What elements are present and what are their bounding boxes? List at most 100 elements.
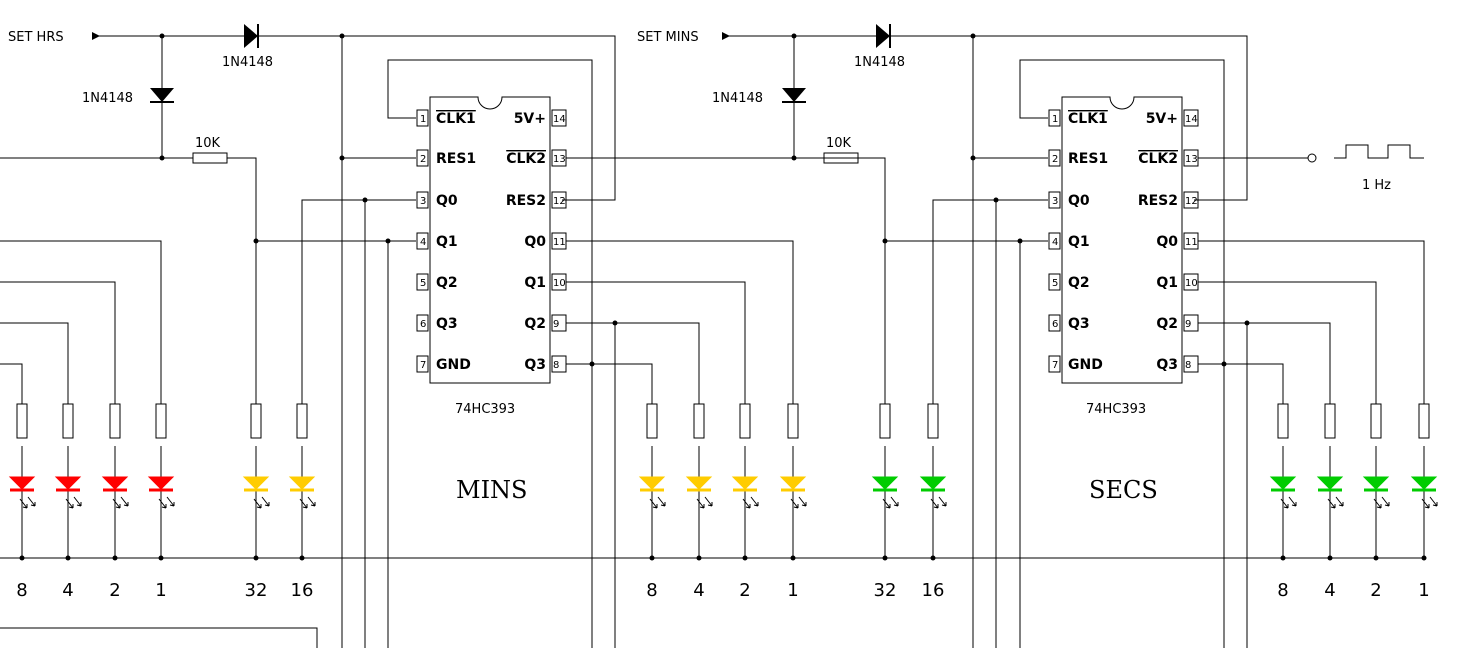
set-minutes-label: SET MINS — [637, 30, 699, 45]
pin-name: Q0 — [524, 234, 546, 250]
led-arrows — [112, 496, 129, 509]
junction-dot — [649, 555, 655, 561]
junction-dot — [1280, 555, 1286, 561]
resistor — [927, 403, 939, 439]
resistor — [250, 403, 262, 439]
pin-number: 12 — [553, 196, 566, 207]
wires — [0, 33, 1427, 648]
resistor — [739, 403, 751, 439]
pin-box — [416, 232, 429, 250]
led-weight-13: 4 — [1324, 580, 1335, 601]
pin-box — [1183, 314, 1199, 332]
pin-box — [1048, 149, 1061, 167]
diode-label-hrs: 1N4148 — [222, 55, 273, 70]
led-weight-3: 1 — [155, 580, 166, 601]
pin-number: 14 — [553, 114, 566, 125]
pin-number: 7 — [420, 360, 426, 371]
section-title-mins: MINS — [456, 476, 528, 504]
pin-number: 8 — [1185, 360, 1191, 371]
wire — [0, 281, 116, 404]
clock-frequency-label: 1 Hz — [1362, 178, 1391, 193]
pin-name: Q3 — [436, 316, 458, 332]
pin-box — [551, 273, 567, 291]
pin-number: 4 — [420, 237, 426, 248]
junction-dot — [112, 555, 118, 561]
led-weight-10: 32 — [874, 580, 897, 601]
pin-box — [1183, 273, 1199, 291]
pin-name: Q1 — [524, 275, 546, 291]
resistor — [155, 403, 167, 439]
pin-name: RES2 — [1138, 193, 1178, 209]
pin-name: Q2 — [1068, 275, 1090, 291]
pin-number: 2 — [1052, 154, 1058, 165]
pin-number: 12 — [1185, 196, 1198, 207]
resistor — [1418, 403, 1430, 439]
pin-box — [1048, 191, 1061, 209]
pin-box — [551, 149, 567, 167]
led-weight-12: 8 — [1277, 580, 1288, 601]
pin-name: Q3 — [1068, 316, 1090, 332]
led-triangle — [919, 476, 947, 490]
led-arrows — [253, 496, 270, 509]
junction-dot — [65, 555, 71, 561]
input-arrow — [722, 32, 730, 40]
set-hours-label: SET HRS — [8, 30, 64, 45]
pin-name: GND — [436, 357, 471, 373]
junction-dot — [1221, 361, 1227, 367]
wire — [0, 240, 162, 404]
led-weight-15: 1 — [1418, 580, 1429, 601]
pin-name: CLK2 — [1138, 151, 1178, 167]
pin-number: 1 — [420, 114, 426, 125]
junction-dot — [1421, 555, 1427, 561]
led-weight-8: 2 — [739, 580, 750, 601]
ic-body-secs — [1061, 96, 1183, 384]
led-triangle — [685, 476, 713, 490]
square-wave-symbol — [1334, 144, 1424, 159]
wire — [566, 240, 794, 404]
junction-dot — [589, 361, 595, 367]
resistor — [1370, 403, 1382, 439]
pin-box — [1048, 314, 1061, 332]
resistor — [646, 403, 658, 439]
pin-box — [1183, 149, 1199, 167]
pin-box — [1183, 191, 1199, 209]
wire — [1198, 363, 1284, 404]
pin-number: 3 — [420, 196, 426, 207]
diode-triangle — [782, 88, 806, 102]
resistor-label-mins: 10K — [826, 136, 852, 151]
led-triangle — [638, 476, 666, 490]
junction-dot — [1327, 555, 1333, 561]
led-triangle — [1269, 476, 1297, 490]
pin-box — [1048, 355, 1061, 373]
section-title-secs: SECS — [1089, 476, 1158, 504]
led-weight-11: 16 — [922, 580, 945, 601]
pin-number: 10 — [1185, 278, 1198, 289]
wire — [1198, 240, 1425, 404]
resistor — [823, 152, 859, 164]
pin-box — [416, 314, 429, 332]
diode-triangle — [876, 24, 890, 48]
ic-label-mins: 74HC393 — [455, 402, 515, 417]
pin-box — [416, 191, 429, 209]
pin-box — [551, 109, 567, 127]
pin-name: CLK2 — [506, 151, 546, 167]
led-triangle — [779, 476, 807, 490]
pin-number: 11 — [553, 237, 566, 248]
resistor — [109, 403, 121, 439]
pin-number: 13 — [1185, 154, 1198, 165]
led-triangle — [1316, 476, 1344, 490]
pin-number: 5 — [1052, 278, 1058, 289]
resistor — [693, 403, 705, 439]
diode-label-hrs-shunt: 1N4148 — [82, 91, 133, 106]
led-weight-9: 1 — [787, 580, 798, 601]
pin-box — [551, 314, 567, 332]
pin-box — [416, 149, 429, 167]
pin-box — [416, 273, 429, 291]
led-weight-5: 16 — [291, 580, 314, 601]
pin-box — [1048, 232, 1061, 250]
junction-dot — [790, 555, 796, 561]
pin-number: 4 — [1052, 237, 1058, 248]
